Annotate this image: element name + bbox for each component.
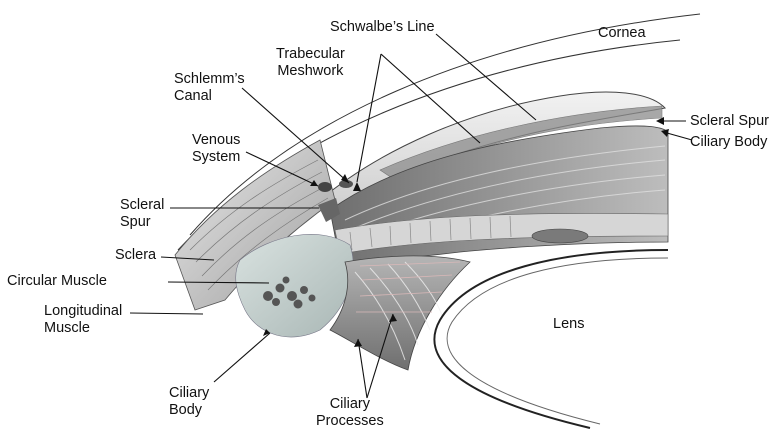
label-ciliary-body-bottom-line1: Ciliary bbox=[169, 385, 209, 402]
label-venous-line2: System bbox=[192, 149, 240, 166]
label-trabecular-line2: Meshwork bbox=[276, 63, 345, 80]
label-lens: Lens bbox=[553, 316, 584, 333]
lens-capsule bbox=[434, 250, 668, 428]
vessel-right bbox=[532, 229, 588, 243]
label-longitudinal-muscle: Longitudinal Muscle bbox=[44, 303, 122, 337]
label-ciliary-body-bottom-line2: Body bbox=[169, 402, 209, 419]
label-circular-muscle: Circular Muscle bbox=[7, 273, 107, 290]
label-longitudinal-line2: Muscle bbox=[44, 320, 122, 337]
label-ciliary-body-bottom: Ciliary Body bbox=[169, 385, 209, 419]
label-longitudinal-line1: Longitudinal bbox=[44, 303, 122, 320]
label-cornea: Cornea bbox=[598, 25, 646, 42]
label-venous-system: Venous System bbox=[192, 132, 240, 166]
label-scleral-spur-line1: Scleral bbox=[120, 197, 164, 214]
label-schlemms-line1: Schlemm’s bbox=[174, 71, 245, 88]
label-schlemms-line2: Canal bbox=[174, 88, 245, 105]
ciliary-processes-region bbox=[330, 256, 470, 370]
label-ciliary-processes-line1: Ciliary bbox=[316, 396, 384, 413]
label-sclera: Sclera bbox=[115, 247, 156, 264]
label-schwalbes-line: Schwalbe’s Line bbox=[330, 19, 435, 36]
label-ciliary-processes: Ciliary Processes bbox=[316, 396, 384, 430]
label-scleral-spur-left: Scleral Spur bbox=[120, 197, 164, 231]
label-ciliary-body-right: Ciliary Body bbox=[690, 134, 767, 151]
venous-system-shape bbox=[318, 182, 332, 192]
label-trabecular-meshwork: Trabecular Meshwork bbox=[276, 46, 345, 80]
label-scleral-spur-right: Scleral Spur bbox=[690, 113, 769, 130]
label-schlemms-canal: Schlemm’s Canal bbox=[174, 71, 245, 105]
label-trabecular-line1: Trabecular bbox=[276, 46, 345, 63]
label-ciliary-processes-line2: Processes bbox=[316, 413, 384, 430]
label-scleral-spur-line2: Spur bbox=[120, 214, 164, 231]
label-venous-line1: Venous bbox=[192, 132, 240, 149]
